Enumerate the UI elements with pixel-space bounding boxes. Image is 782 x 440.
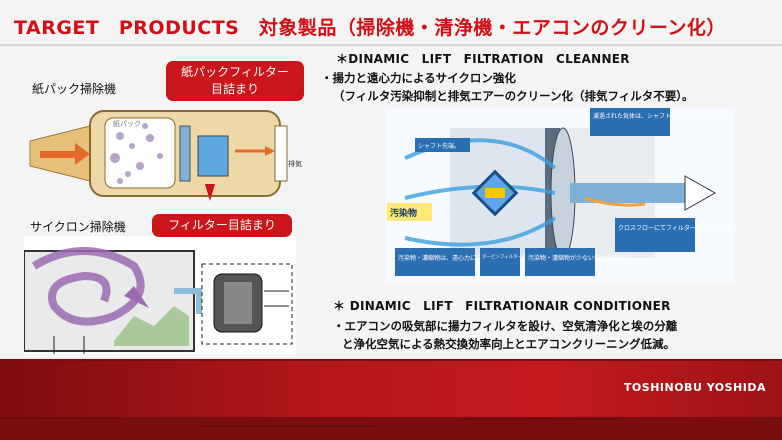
paper-filter-callout-line2: 目詰まり bbox=[172, 81, 298, 98]
brick-line bbox=[200, 425, 380, 427]
cyclone-filter-callout: フィルター目詰まり bbox=[152, 214, 292, 237]
exhaust-label: 排気 bbox=[288, 159, 302, 168]
paper-bag-inner-label: 紙パック bbox=[113, 119, 141, 128]
section1-line1: ・揚力と遠心力によるサイクロン強化 bbox=[321, 70, 516, 86]
cyclone-vacuum-diagram bbox=[24, 236, 296, 354]
brick-line bbox=[0, 417, 120, 419]
lift-filtration-diagram: 汚染物 シャフト先端。 濾過された気体は、シャフトを通り排気される。 汚染物・濃… bbox=[385, 108, 735, 283]
crossflow-note: クロスフローにてフィルター表面の目詰まりが生じ難い bbox=[618, 224, 735, 232]
exhaust-note: 濾過された気体は、シャフトを通り排気される。 bbox=[593, 112, 725, 120]
paper-filter-callout-line1: 紙パックフィルター bbox=[172, 64, 298, 81]
slide-title: TARGET PRODUCTS 対象製品（掃除機・清浄機・エアコンのクリーン化） bbox=[14, 13, 726, 40]
footer-author: TOSHINOBU YOSHIDA bbox=[624, 381, 766, 394]
section2-line2: と浄化空気による熱交換効率向上とエアコンクリーニング低減。 bbox=[342, 336, 675, 352]
title-divider bbox=[0, 44, 782, 46]
pollutant-label: 汚染物 bbox=[390, 207, 417, 219]
paper-filter-callout: 紙パックフィルター 目詰まり bbox=[166, 61, 304, 101]
section2-line1: ・エアコンの吸気部に揚力フィルタを設け、空気清浄化と埃の分離 bbox=[333, 318, 677, 334]
cyclone-vacuum-caption: サイクロン掃除機 bbox=[30, 218, 126, 235]
section1-line2: （フィルタ汚染抑制と排気エアーのクリーン化（排気フィルタ不要）。 bbox=[333, 88, 694, 104]
brick-line bbox=[460, 418, 620, 420]
clean-flow-note: 汚染物・濃縮物が少ない気体が流れる。 bbox=[528, 254, 636, 262]
section1-heading: ＊DINAMIC LIFT FILTRATION CLEANNER bbox=[336, 50, 630, 67]
shaft-tip-label: シャフト先端。 bbox=[418, 142, 460, 150]
paper-bag-vacuum-caption: 紙パック掃除機 bbox=[32, 80, 116, 97]
paper-bag-vacuum-diagram: 紙パック 排気 bbox=[20, 96, 310, 211]
section2-heading: ＊ DINAMIC LIFT FILTRATIONAIR CONDITIONER bbox=[333, 297, 671, 314]
